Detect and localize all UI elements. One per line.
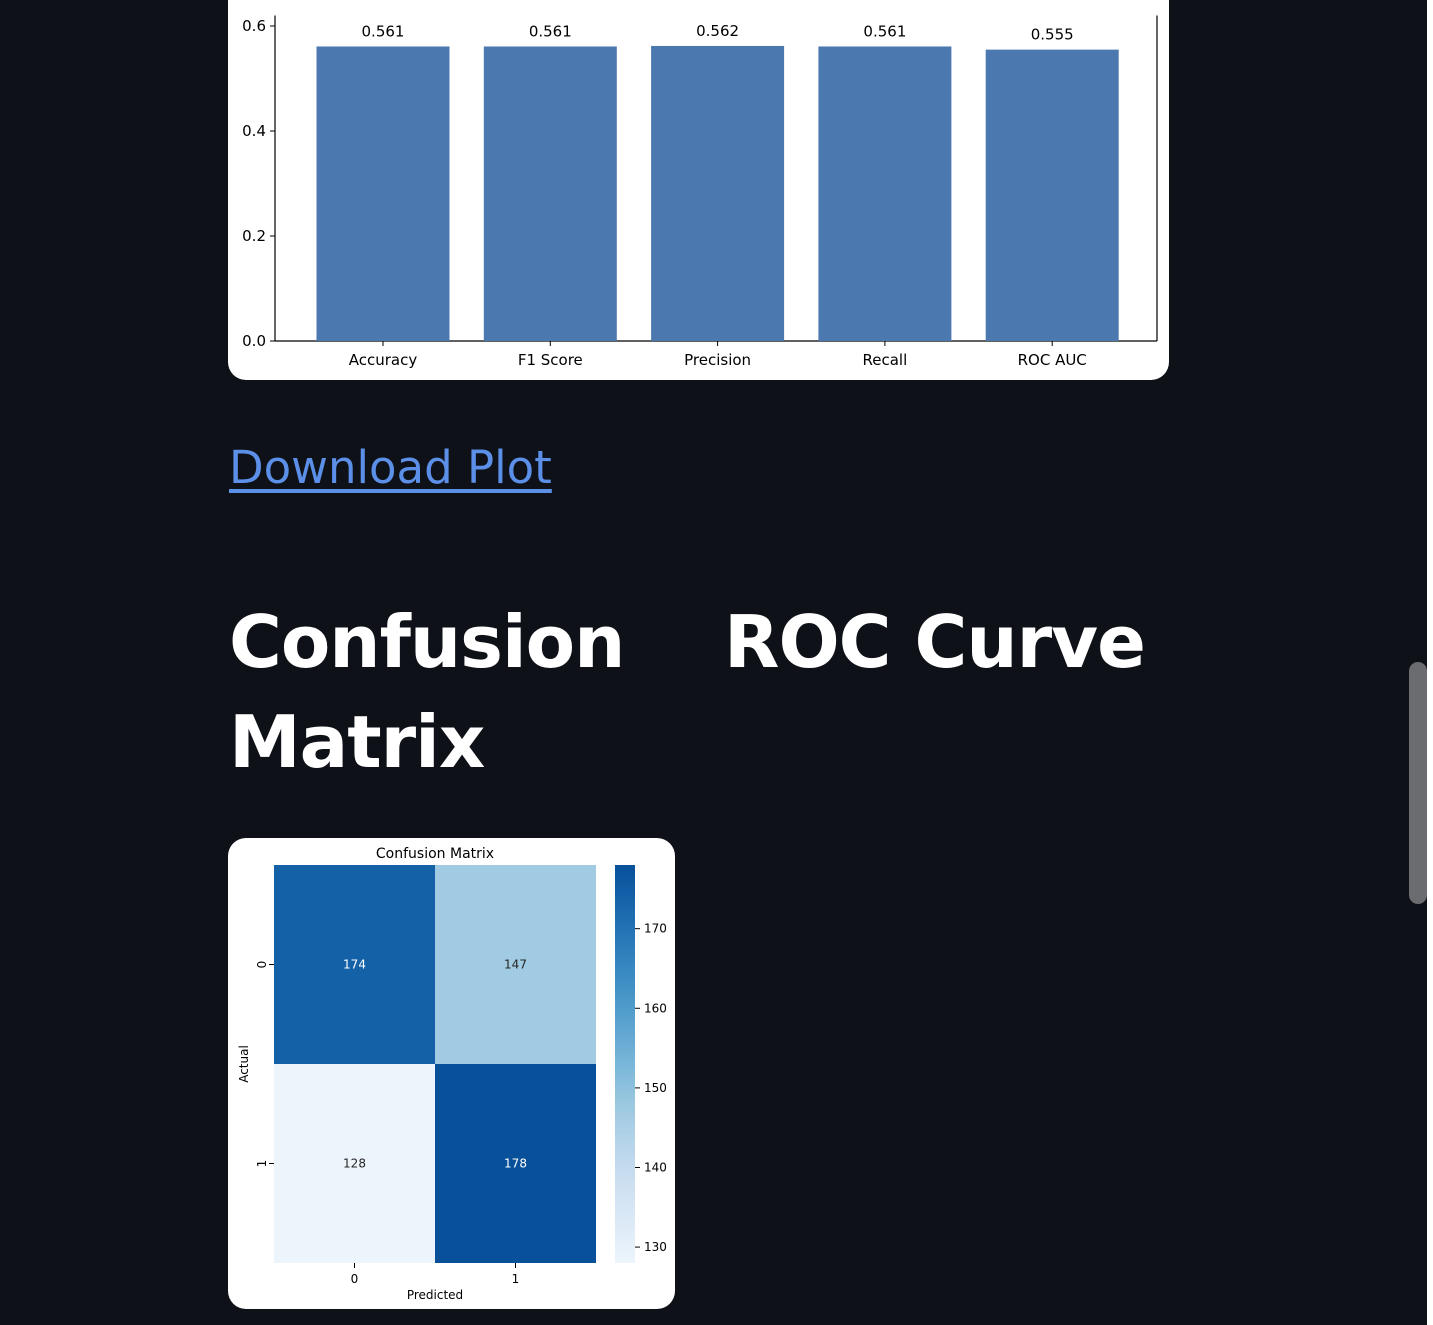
- y-tick-label: 0.0: [242, 332, 266, 350]
- heatmap-cell-label: 174: [343, 958, 366, 972]
- y-tick-label: 0.6: [242, 17, 266, 35]
- colorbar: [615, 865, 635, 1263]
- heatmap-cell: [435, 1064, 596, 1263]
- bar-precision: [651, 45, 785, 341]
- heatmap-cell-label: 128: [343, 1157, 366, 1171]
- colorbar-tick-label: 170: [644, 922, 667, 936]
- confusion-matrix-heading: Confusion Matrix: [229, 600, 625, 784]
- y-tick-label: 0.2: [242, 227, 266, 245]
- heatmap-cell: [435, 865, 596, 1064]
- colorbar-tick-label: 150: [644, 1081, 667, 1095]
- bar-f1-score: [483, 46, 617, 341]
- y-tick-label: 0: [255, 961, 269, 969]
- roc-curve-heading: ROC Curve: [724, 600, 1146, 684]
- bar-recall: [818, 46, 952, 341]
- x-tick-label: 1: [512, 1272, 520, 1286]
- x-tick-label: Accuracy: [349, 351, 418, 369]
- y-axis-label: Actual: [237, 1045, 251, 1083]
- x-tick-label: 0: [351, 1272, 359, 1286]
- bar-value-label: 0.561: [863, 22, 906, 40]
- x-tick-label: Precision: [684, 351, 751, 369]
- heatmap-cell-label: 178: [504, 1157, 527, 1171]
- window-edge: [1427, 0, 1433, 1325]
- scrollbar-thumb[interactable]: [1409, 662, 1427, 904]
- download-plot-link[interactable]: Download Plot: [229, 441, 552, 494]
- x-tick-label: Recall: [863, 351, 908, 369]
- heatmap-title: Confusion Matrix: [376, 846, 494, 862]
- bar-value-label: 0.562: [696, 22, 739, 40]
- heatmap-cell: [274, 1064, 435, 1263]
- heatmap-cell-label: 147: [504, 958, 527, 972]
- bar-value-label: 0.561: [362, 22, 405, 40]
- x-tick-label: ROC AUC: [1018, 351, 1087, 369]
- x-tick-label: F1 Score: [518, 351, 583, 369]
- y-tick-label: 1: [255, 1160, 269, 1168]
- colorbar-tick-label: 130: [644, 1240, 667, 1254]
- bar-roc-auc: [985, 49, 1119, 341]
- bar-value-label: 0.555: [1031, 26, 1074, 44]
- bar-value-label: 0.561: [529, 22, 572, 40]
- heatmap-cell: [274, 865, 435, 1064]
- colorbar-tick-label: 140: [644, 1160, 667, 1174]
- y-tick-label: 0.4: [242, 122, 266, 140]
- x-axis-label: Predicted: [407, 1288, 463, 1302]
- bar-accuracy: [316, 46, 450, 341]
- colorbar-tick-label: 160: [644, 1001, 667, 1015]
